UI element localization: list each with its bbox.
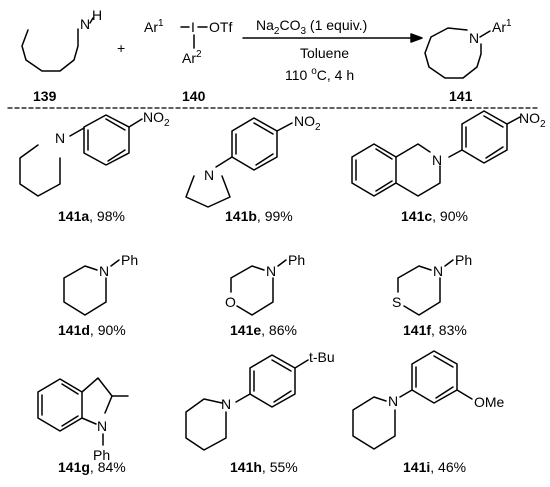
compound-141h-n-atom: N [221, 396, 231, 412]
compound-141i-ome: OMe [474, 394, 505, 410]
compound-141b-caption: 141b, 99% [225, 208, 293, 224]
compound-141a-structure: N NO2 [19, 109, 170, 197]
compound-141a-caption: 141a, 98% [58, 208, 125, 224]
reagent-140-otf: OTf [209, 19, 232, 35]
compound-141e-o-atom: O [225, 294, 236, 310]
compound-141i-n-atom: N [388, 393, 398, 409]
compound-141a-no2: NO2 [143, 109, 170, 129]
condition-temperature: 110 oC, 4 h [285, 66, 354, 83]
compound-141g-ph: Ph [93, 447, 110, 463]
compound-141c-structure: N NO2 [351, 110, 546, 197]
compound-141c-caption: 141c, 90% [401, 208, 468, 224]
compound-141e-n-atom: N [266, 263, 276, 279]
compound-141i-caption: 141i, 46% [403, 459, 466, 475]
compound-141f-n-atom: N [433, 263, 443, 279]
product-141-number: 141 [449, 88, 473, 104]
compound-141b-structure: N NO2 [185, 113, 321, 208]
reactant-139-number: 139 [33, 88, 57, 104]
compound-141f-ph: Ph [455, 252, 472, 268]
reagent-140-structure: Ar1 I OTf Ar2 [144, 18, 232, 66]
reagent-140-ar1: Ar1 [144, 18, 164, 35]
compound-141g-structure: N Ph [37, 377, 129, 463]
compound-141f-s-atom: S [392, 294, 401, 310]
compound-141a-n-atom: N [55, 130, 65, 146]
compound-141d-n-atom: N [99, 263, 109, 279]
compound-141d-structure: N Ph [63, 252, 138, 316]
product-141-structure: N Ar1 [424, 18, 512, 79]
reactant-139-structure: N H [21, 7, 102, 72]
compound-141b-n-atom: N [204, 167, 214, 183]
compound-141b-no2: NO2 [294, 113, 321, 133]
compound-141c-n-atom: N [432, 152, 442, 168]
compound-141d-ph: Ph [121, 252, 138, 268]
reagent-140-number: 140 [182, 88, 206, 104]
compound-141e-structure: O N Ph [225, 252, 305, 316]
compound-141f-structure: S N Ph [392, 252, 472, 316]
condition-solvent: Toluene [300, 45, 349, 61]
compound-141e-ph: Ph [288, 252, 305, 268]
reaction-arrow [242, 33, 423, 43]
condition-base: Na2CO3 (1 equiv.) [256, 17, 367, 37]
reactant-139-n-atom: N [80, 16, 90, 32]
compound-141c-no2: NO2 [519, 110, 546, 130]
reactant-139-h-atom: H [92, 7, 102, 23]
compound-141g-caption: 141g, 84% [58, 459, 126, 475]
product-141-n-atom: N [469, 30, 479, 46]
reagent-140-iodine: I [191, 19, 195, 35]
reagent-140-ar2: Ar2 [182, 49, 202, 66]
compound-141g-n-atom: N [97, 418, 107, 434]
plus-sign: + [117, 40, 125, 56]
compound-141f-caption: 141f, 83% [403, 322, 467, 338]
compound-141h-structure: N t-Bu [185, 349, 335, 451]
compound-141e-caption: 141e, 86% [230, 322, 297, 338]
compound-141i-structure: N OMe [352, 350, 505, 450]
compound-141h-tbu: t-Bu [309, 349, 335, 365]
compound-141d-caption: 141d, 90% [58, 322, 126, 338]
product-141-ar1: Ar1 [492, 18, 512, 35]
compound-141h-caption: 141h, 55% [230, 459, 298, 475]
